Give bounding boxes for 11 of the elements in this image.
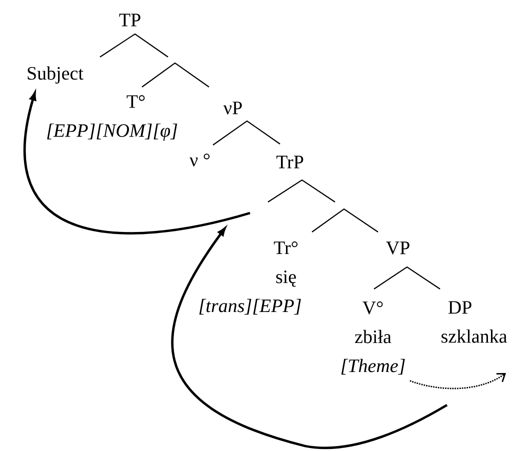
tree-label: VP (386, 242, 410, 254)
movement-arrow (410, 373, 506, 390)
tree-label: V° zbiła [Theme] (341, 301, 405, 375)
tree-branch (142, 62, 210, 88)
tree-label: TP (119, 14, 140, 26)
tree-branch (312, 208, 378, 232)
tree-label: Subject (28, 66, 84, 84)
tree-label: Tr° się [trans][EPP] (199, 241, 301, 315)
tree-label: DP szklanka (442, 301, 507, 343)
tree-label: TrP (276, 156, 304, 168)
tree-branch (374, 266, 440, 290)
